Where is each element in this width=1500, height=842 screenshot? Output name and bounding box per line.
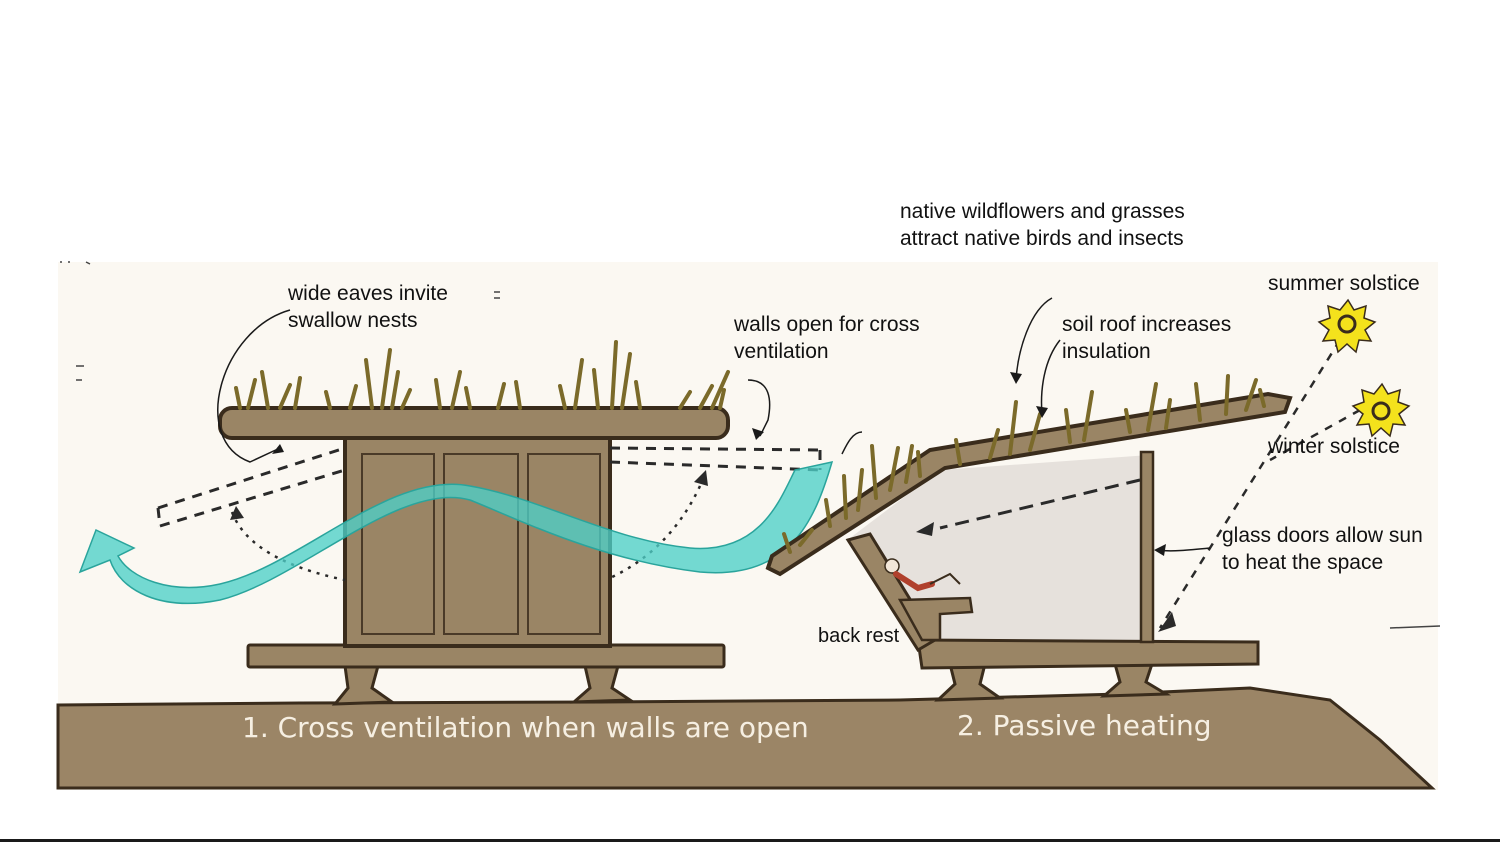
winter-sun-icon — [1351, 382, 1411, 438]
label-soil-roof: soil roof increases insulation — [1062, 311, 1231, 365]
swing-arrow-left — [230, 506, 244, 520]
label-line: soil roof increases — [1062, 313, 1232, 336]
bench — [897, 596, 974, 642]
swing-arc-left — [230, 511, 346, 582]
paper-marks — [60, 261, 1441, 629]
label-line: walls open for cross — [734, 313, 920, 336]
label-glass-doors: glass doors allow sun to heat the space — [1222, 522, 1423, 576]
sloped-roof — [765, 391, 1293, 577]
wall-body — [343, 436, 612, 648]
floor-deck — [916, 638, 1260, 670]
winter-sun-ray — [939, 478, 1141, 530]
label-wildflowers: native wildflowers and grasses attract n… — [900, 198, 1185, 252]
wall-panel — [361, 453, 435, 635]
air-flow-ribbon — [78, 461, 834, 605]
label-walls-open: walls open for cross ventilation — [734, 311, 920, 365]
label-line: ventilation — [734, 340, 829, 363]
pavilion-cross-ventilation — [78, 340, 834, 706]
label-line: glass doors allow sun — [1222, 524, 1423, 547]
caption-cross-ventilation: 1. Cross ventilation when walls are open — [242, 711, 809, 744]
summer-sun-ray-arrow — [1158, 612, 1176, 632]
label-line: attract native birds and insects — [900, 227, 1184, 250]
roof-grass — [234, 340, 730, 410]
ground — [56, 686, 1436, 790]
swing-arrow-right — [694, 470, 708, 486]
wall-panel — [443, 453, 519, 635]
label-winter-solstice: winter solstice — [1268, 435, 1400, 458]
summer-sun-icon — [1317, 298, 1377, 354]
label-summer-solstice: summer solstice — [1268, 272, 1420, 295]
pavilion-passive-heating — [765, 339, 1361, 702]
label-line: wide eaves invite — [288, 282, 448, 305]
label-line: insulation — [1062, 340, 1151, 363]
wall-swing-left — [156, 446, 346, 528]
label-line: swallow nests — [288, 309, 418, 332]
glass-door-post — [1139, 450, 1155, 644]
floor-deck — [246, 643, 726, 669]
roof-slab — [218, 406, 730, 440]
label-line: native wildflowers and grasses — [900, 200, 1185, 223]
person-figure — [884, 558, 961, 592]
wall-swing-right — [609, 446, 822, 472]
winter-sun-ray-arrow — [916, 522, 934, 536]
winter-sun-incoming — [1269, 408, 1361, 462]
interior-space — [850, 455, 1150, 645]
leader-arrowheads — [272, 372, 1166, 556]
leader-lines — [217, 297, 1211, 552]
bottom-border — [0, 839, 1500, 842]
roof-grass — [782, 374, 1266, 554]
caption-passive-heating: 2. Passive heating — [957, 709, 1212, 742]
label-wide-eaves: wide eaves invite swallow nests — [288, 280, 448, 334]
label-back-rest: back rest — [818, 625, 900, 647]
label-line: to heat the space — [1222, 551, 1384, 574]
